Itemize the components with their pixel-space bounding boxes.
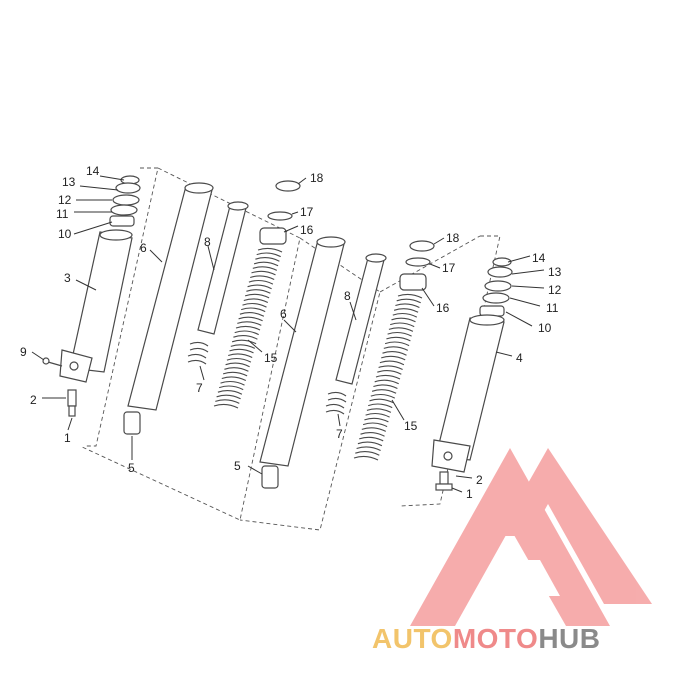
left-screws: [42, 357, 77, 417]
callouts-left: 14 13 12 11 10 3 9 2 1 6 5 8 7 15 16 17 …: [20, 164, 324, 475]
callout-2-left: 2: [30, 393, 37, 407]
automotohub-logo-icon: [410, 448, 652, 626]
right-o-ring: [405, 257, 431, 267]
right-outer-slider: [431, 314, 505, 473]
left-damper-rod: [197, 201, 249, 335]
watermark-auto: AUTO: [372, 623, 453, 654]
callout-5-right: 5: [234, 459, 241, 473]
callout-15-right: 15: [404, 419, 418, 433]
callout-16-right: 16: [436, 301, 450, 315]
left-outer-slider: [59, 229, 133, 383]
right-washer: [409, 240, 435, 252]
callout-14-left: 14: [86, 164, 100, 178]
callout-5-left: 5: [128, 461, 135, 475]
right-bush: [261, 465, 279, 489]
left-bush: [123, 411, 141, 435]
left-rebound-spring: [187, 341, 209, 365]
callout-1-left: 1: [64, 431, 71, 445]
left-main-spring: [213, 247, 283, 409]
watermark-text: AUTOMOTOHUB: [372, 623, 600, 654]
watermark-moto: MOTO: [453, 623, 538, 654]
callout-8-left: 8: [204, 235, 211, 249]
callout-12-right: 12: [548, 283, 562, 297]
spring-right-coils: [353, 293, 423, 461]
callout-14-right: 14: [532, 251, 546, 265]
left-fork-tube: [127, 182, 214, 411]
callout-13-left: 13: [62, 175, 76, 189]
callout-10-right: 10: [538, 321, 552, 335]
leader-lines: [31, 175, 545, 493]
callout-8-right: 8: [344, 289, 351, 303]
left-o-ring: [267, 211, 293, 221]
callout-1-right: 1: [466, 487, 473, 501]
callout-11-left: 11: [56, 207, 69, 221]
callout-2-right: 2: [476, 473, 483, 487]
callout-15-left: 15: [264, 351, 278, 365]
callout-12-left: 12: [58, 193, 72, 207]
right-rebound-spring: [325, 391, 347, 415]
right-spring-cap: [399, 273, 427, 291]
callout-16-left: 16: [300, 223, 314, 237]
callout-13-right: 13: [548, 265, 562, 279]
right-screws: [435, 471, 453, 491]
callout-11-right: 11: [546, 301, 559, 315]
right-top-cap-stack: [479, 257, 513, 317]
spring-left-coils: [213, 247, 283, 409]
callout-6-left: 6: [140, 241, 147, 255]
left-spring-cap: [259, 227, 287, 245]
callout-7-right: 7: [336, 427, 343, 441]
callout-3: 3: [64, 271, 71, 285]
callout-17-left: 17: [300, 205, 314, 219]
watermark-hub: HUB: [538, 623, 600, 654]
callout-10-left: 10: [58, 227, 72, 241]
callout-17-right: 17: [442, 261, 456, 275]
callout-9: 9: [20, 345, 27, 359]
callout-4: 4: [516, 351, 523, 365]
callout-6-right: 6: [280, 307, 287, 321]
left-washer: [275, 180, 301, 192]
callout-18-right: 18: [446, 231, 460, 245]
callout-7-left: 7: [196, 381, 203, 395]
right-fork-tube: [259, 236, 346, 467]
callout-18-left: 18: [310, 171, 324, 185]
right-main-spring: [353, 293, 423, 461]
right-damper-rod: [335, 253, 387, 385]
callouts-right: 6 5 8 7 15 16 17 18 14 13 12 11 10 4 2 1: [234, 231, 562, 501]
left-top-cap-stack: [109, 175, 141, 227]
